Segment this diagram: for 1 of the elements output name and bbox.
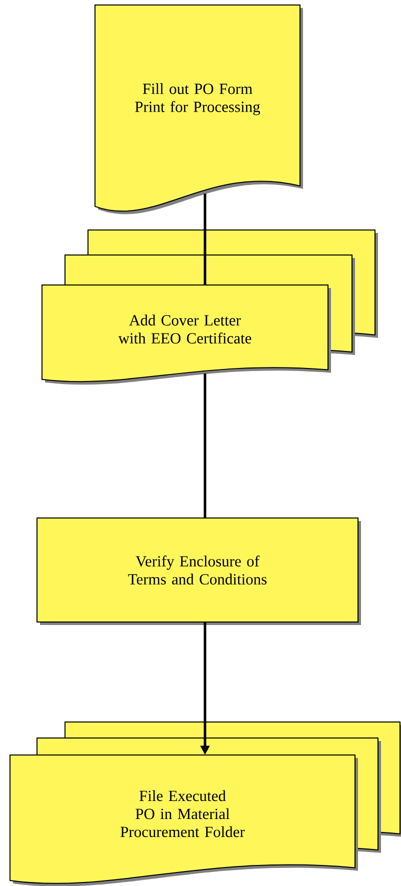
process-box: Verify Enclosure of Terms and Conditions bbox=[36, 518, 361, 625]
